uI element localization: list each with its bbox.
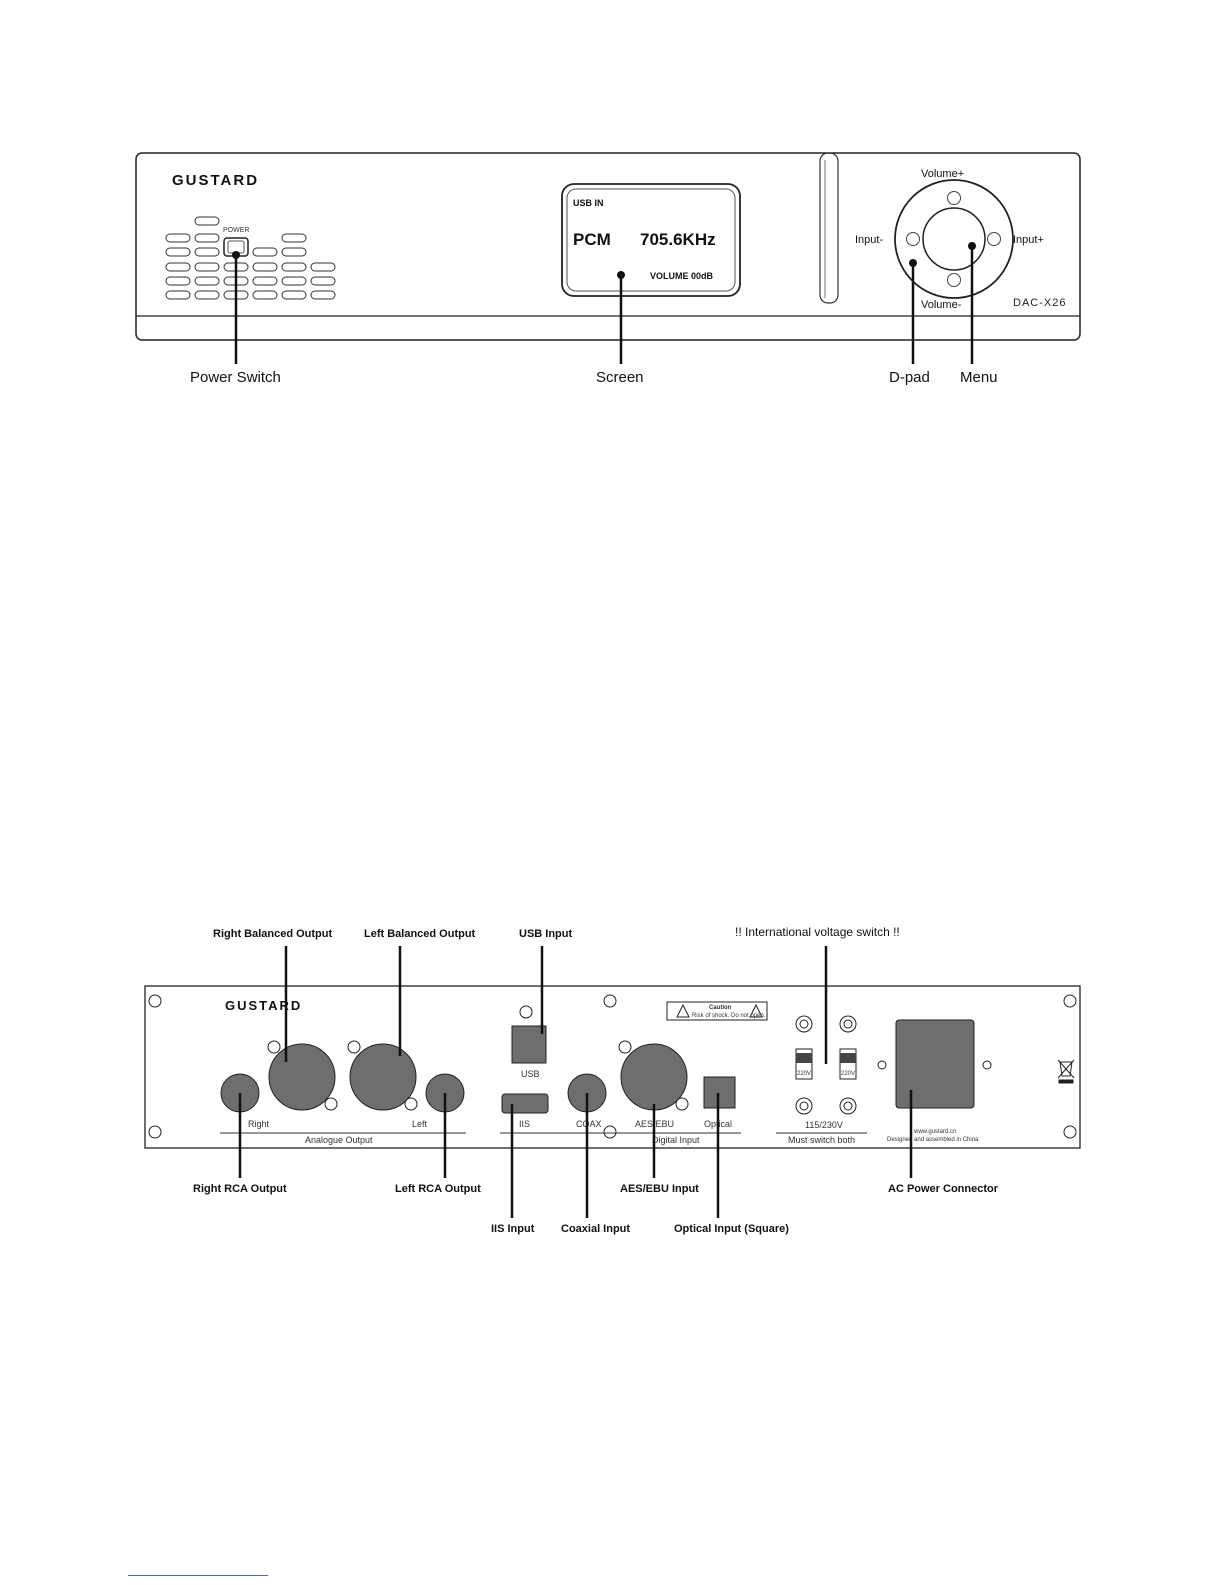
iis-connector[interactable] xyxy=(501,1093,549,1114)
usb-label: USB xyxy=(521,1069,540,1079)
caution-title: Caution xyxy=(709,1005,732,1011)
front-groove xyxy=(819,152,839,304)
left-balanced-callout: Left Balanced Output xyxy=(364,928,476,940)
coax-label: COAX xyxy=(576,1119,602,1129)
dpad-left-button[interactable] xyxy=(906,232,920,246)
screen-volume-text: VOLUME 00dB xyxy=(650,271,714,281)
screen-callout: Screen xyxy=(596,369,644,386)
caution-label-box xyxy=(666,1001,768,1021)
website-label: www.gustard.cn xyxy=(913,1129,956,1135)
dpad-down-label: Volume- xyxy=(921,299,962,311)
ac-power-callout: AC Power Connector xyxy=(888,1183,999,1195)
left-rca-callout: Left RCA Output xyxy=(395,1183,481,1195)
rear-panel-diagram: Right Balanced Output Left Balanced Outp… xyxy=(144,925,1081,1235)
screen-input-text: USB IN xyxy=(573,198,604,208)
vent-grille xyxy=(165,216,336,300)
usb-connector[interactable] xyxy=(511,1025,547,1064)
voltage-switch-group xyxy=(795,1015,857,1115)
rear-brand-logo: GUSTARD xyxy=(225,998,302,1013)
analogue-right-label: Right xyxy=(248,1119,270,1129)
ac-power-connector[interactable] xyxy=(895,1019,975,1109)
voltage-rating-label: 115/230V xyxy=(805,1120,843,1130)
made-in-label: Designed and assembled in China xyxy=(887,1137,979,1143)
voltage-switch-callout: !! International voltage switch !! xyxy=(735,925,900,939)
panel-screws xyxy=(148,994,1077,1139)
screen-rate-text: 705.6KHz xyxy=(640,230,716,249)
digital-group-label: Digital Input xyxy=(652,1135,700,1145)
coaxial-input-callout: Coaxial Input xyxy=(561,1223,630,1235)
dpad-left-label: Input- xyxy=(855,234,883,246)
dpad-up-button[interactable] xyxy=(947,191,961,205)
dpad-up-label: Volume+ xyxy=(921,168,964,180)
display-screen xyxy=(561,183,741,297)
dpad-right-button[interactable] xyxy=(987,232,1001,246)
screen-format-text: PCM xyxy=(573,230,611,249)
power-label: POWER xyxy=(223,227,249,234)
power-switch-callout: Power Switch xyxy=(190,369,281,386)
footnote-link-underline[interactable] xyxy=(128,1575,268,1576)
voltage-switch-b-label: 220V xyxy=(841,1071,855,1077)
warning-icon xyxy=(676,1003,690,1018)
analogue-group-label: Analogue Output xyxy=(305,1135,373,1145)
left-xlr-connector[interactable] xyxy=(349,1043,417,1111)
voltage-switch-a-label: 220V xyxy=(797,1071,811,1077)
warning-icon-right xyxy=(749,1003,763,1018)
right-rca-callout: Right RCA Output xyxy=(193,1183,287,1195)
usb-input-callout: USB Input xyxy=(519,928,572,940)
dpad-callout: D-pad xyxy=(889,369,930,386)
right-balanced-callout: Right Balanced Output xyxy=(213,928,333,940)
right-xlr-connector[interactable] xyxy=(268,1043,336,1111)
menu-callout: Menu xyxy=(960,369,998,386)
iis-label: IIS xyxy=(519,1119,530,1129)
iis-input-callout: IIS Input xyxy=(491,1223,535,1235)
dpad-down-button[interactable] xyxy=(947,273,961,287)
front-brand-logo: GUSTARD xyxy=(172,172,259,189)
model-label: DAC-X26 xyxy=(1013,297,1066,309)
menu-button[interactable] xyxy=(922,207,986,271)
weee-bin-icon xyxy=(1057,1059,1075,1084)
voltage-note-label: Must switch both xyxy=(788,1135,855,1145)
front-panel-diagram: GUSTARD POWER Power Switch USB IN PCM 70… xyxy=(135,152,1081,386)
aes-input-callout: AES/EBU Input xyxy=(620,1183,699,1195)
optical-connector[interactable] xyxy=(703,1076,736,1109)
caution-text: Risk of shock. Do not open. xyxy=(692,1013,766,1019)
analogue-left-label: Left xyxy=(412,1119,428,1129)
optical-input-callout: Optical Input (Square) xyxy=(674,1223,789,1235)
dpad-right-label: Input+ xyxy=(1013,234,1044,246)
